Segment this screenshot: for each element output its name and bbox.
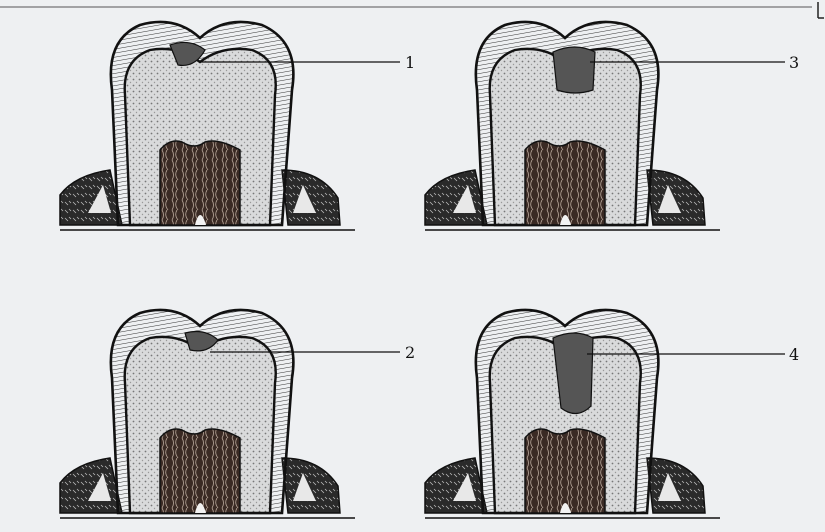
tooth-panel-2: 2 <box>60 310 415 518</box>
caries-lesion <box>553 47 595 93</box>
panel-label-4: 4 <box>789 345 799 364</box>
panel-label-1: 1 <box>405 53 415 72</box>
page-corner-mark <box>818 2 824 18</box>
tooth-panel-1: 1 <box>60 22 415 230</box>
panel-label-2: 2 <box>405 343 415 362</box>
tooth-panel-4: 4 <box>425 310 799 518</box>
panel-label-3: 3 <box>789 53 799 72</box>
tooth-panel-3: 3 <box>425 22 799 230</box>
